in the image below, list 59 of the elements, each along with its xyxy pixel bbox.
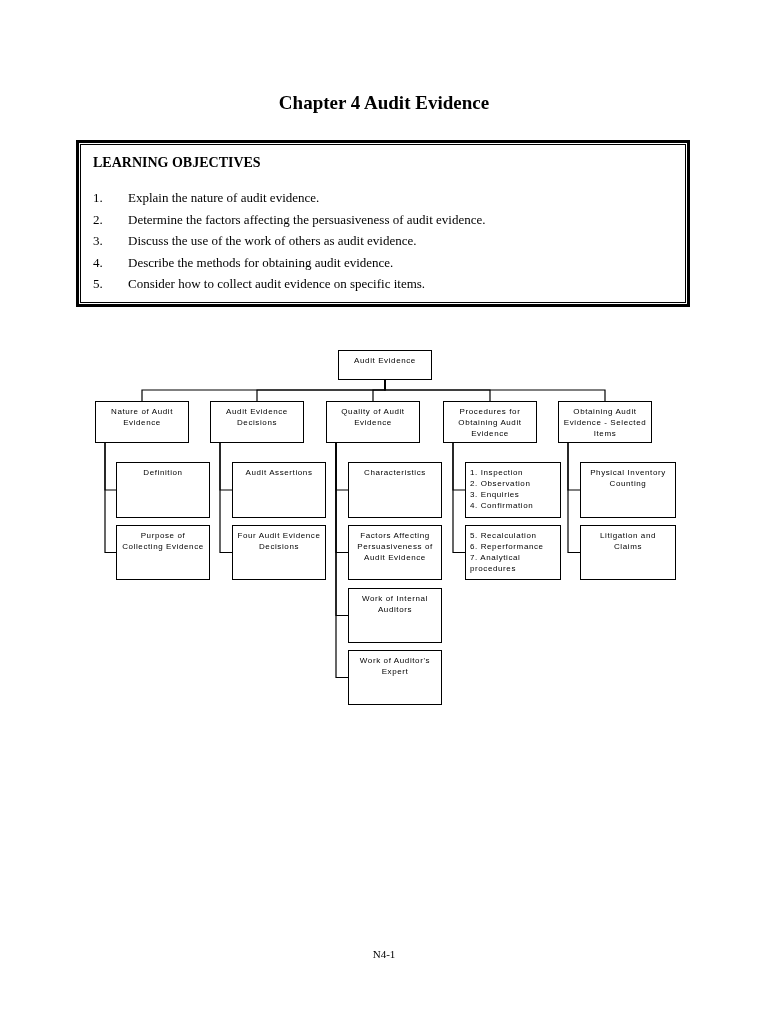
list-number: 1. <box>93 189 104 207</box>
topic-box <box>326 401 420 443</box>
topic-text: 3. Enquiries <box>470 489 521 500</box>
topic-text: Characteristics <box>363 467 427 478</box>
objective-text: Explain the nature of audit evidence. <box>128 189 320 207</box>
objectives-heading: LEARNING OBJECTIVES <box>93 155 261 171</box>
topic-text: Litigation and Claims <box>599 530 657 552</box>
topic-box <box>232 462 326 518</box>
objective-text: Consider how to collect audit evidence on specific items. <box>128 275 426 293</box>
topic-box <box>95 401 189 443</box>
topic-text: Work of Auditor's Expert <box>358 655 432 677</box>
topic-box <box>116 462 210 518</box>
topic-text: 5. Recalculation <box>470 530 538 541</box>
topic-box <box>116 525 210 580</box>
list-number: 4. <box>93 253 104 272</box>
topic-text: Physical Inventory Counting <box>589 467 667 489</box>
topic-box <box>348 650 442 705</box>
topic-text: 2. Observation <box>470 478 532 489</box>
topic-box <box>232 525 326 580</box>
connector-line <box>219 442 233 554</box>
list-number: 3. <box>93 232 104 250</box>
connector-line <box>384 379 606 402</box>
connector-line <box>335 442 349 679</box>
page-number: N4-1 <box>371 948 397 960</box>
topic-box <box>348 525 442 580</box>
topic-text: Nature of Audit Evidence <box>110 406 174 428</box>
topic-text: Audit Evidence Decisions <box>225 406 289 428</box>
topic-text: Quality of Audit Evidence <box>340 406 406 428</box>
topic-box <box>580 525 676 580</box>
topic-text: Audit Evidence <box>353 355 417 366</box>
topic-box <box>465 462 561 518</box>
topic-text: 6. Reperformance <box>470 541 545 552</box>
topic-text: Procedures for Obtaining Audit Evidence <box>457 406 523 439</box>
connector-line <box>567 442 581 554</box>
topic-text: Purpose of Collecting Evidence <box>121 530 205 552</box>
topic-text: Obtaining Audit Evidence - Selected Items <box>563 406 647 439</box>
topic-box <box>580 462 676 518</box>
topic-box <box>348 462 442 518</box>
topic-text: 1. Inspection <box>470 467 525 478</box>
topic-box <box>210 401 304 443</box>
topic-box <box>338 350 432 380</box>
objective-text: Determine the factors affecting the persuasiveness of audit evidence. <box>128 210 486 229</box>
topic-text: Definition <box>142 467 184 478</box>
topic-text: 4. Confirmation <box>470 500 535 511</box>
topic-text: Four Audit Evidence Decisions <box>237 530 321 552</box>
objective-text: Describe the methods for obtaining audit evidence. <box>128 253 394 272</box>
topic-text: Work of Internal Auditors <box>361 593 429 615</box>
topic-box <box>348 588 442 643</box>
topic-text: Factors Affecting Persuasiveness of Audit Evidence <box>356 530 434 563</box>
topic-text: Audit Assertions <box>244 467 314 478</box>
connector-line <box>104 442 117 554</box>
topic-box <box>443 401 537 443</box>
objective-text: Discuss the use of the work of others as audit evidence. <box>128 232 417 250</box>
list-number: 5. <box>93 275 104 293</box>
list-number: 2. <box>93 210 104 229</box>
page-title: Chapter 4 Audit Evidence <box>277 92 491 114</box>
connector-line <box>452 442 466 554</box>
topic-box <box>465 525 561 580</box>
topic-text: 7. Analytical procedures <box>470 552 522 574</box>
